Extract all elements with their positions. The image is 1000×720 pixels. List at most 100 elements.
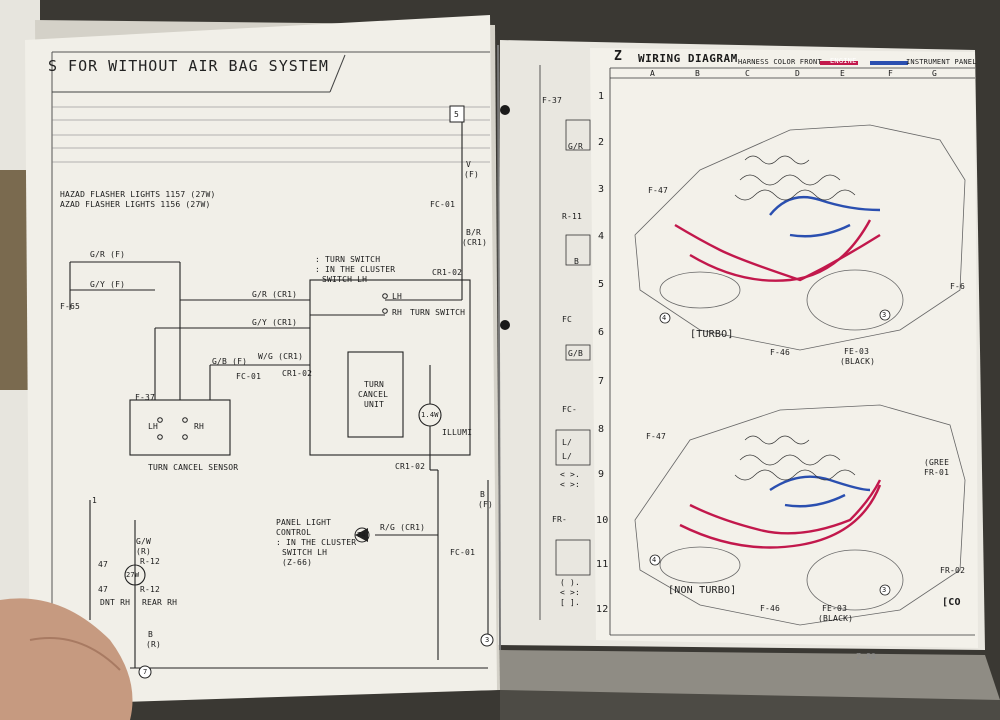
num-47-a: 47 — [98, 560, 109, 569]
connector-r12-a: R-12 — [140, 557, 161, 566]
bottom-fr02: FR-02 — [940, 566, 966, 575]
row-label-5: 5 — [598, 279, 605, 290]
rear-rh-label: REAR RH — [142, 598, 178, 607]
top-callout-3: 3 — [882, 311, 887, 319]
top-turbo-label: [TURBO] — [690, 329, 734, 340]
wire-gy-f: G/Y (F) — [90, 280, 126, 289]
wire-gr-cr1: G/R (CR1) — [252, 290, 298, 299]
mid-lb: L/ — [562, 452, 573, 461]
row-label-6: 6 — [598, 327, 605, 338]
wire-gb-f: G/B (F) — [212, 357, 248, 366]
row-label-8: 8 — [598, 424, 605, 435]
wire-v: V — [466, 160, 472, 169]
bulb-27w: 27W — [126, 571, 140, 579]
top-fe03: FE-03 — [844, 347, 870, 356]
mid-gb: G/B — [568, 349, 584, 358]
front-rh-label: DNT RH — [100, 598, 131, 607]
bottom-callout-3: 3 — [882, 586, 887, 594]
unit-line-2: CANCEL — [358, 390, 389, 399]
bottom-con: [CO — [942, 597, 961, 608]
section-letter: Z — [614, 49, 623, 64]
left-num-1: 1 — [92, 496, 98, 505]
hazard-line-2: AZAD FLASHER LIGHTS 1156 (27W) — [60, 200, 211, 209]
row-label-10: 10 — [596, 515, 609, 526]
mid-gr: G/R — [568, 142, 584, 151]
switch-lh: SWITCH LH — [322, 275, 368, 284]
col-label-f: F — [888, 69, 894, 78]
bottom-green: (GREE — [924, 458, 950, 467]
wire-gr-f: G/R (F) — [90, 250, 126, 259]
col-label-a: A — [650, 69, 656, 78]
row-label-2: 2 — [598, 137, 605, 148]
connector-r12-b: R-12 — [140, 585, 161, 594]
mid-la: L/ — [562, 438, 573, 447]
connector-7: 7 — [143, 668, 148, 676]
connector-f37: F-37 — [135, 393, 156, 402]
wire-rg-cr1: R/G (CR1) — [380, 523, 426, 532]
panel-light-2: CONTROL — [276, 528, 312, 537]
legend-panel: INSTRUMENT PANEL — [906, 58, 977, 66]
page-number: Z-80 — [856, 652, 877, 661]
cr1-02-low: CR1-02 — [395, 462, 426, 471]
mid-fc: FC — [562, 315, 573, 324]
top-callout-4: 4 — [662, 314, 667, 322]
switch-rh-contact: RH — [392, 308, 403, 317]
switch-title: : TURN SWITCH — [315, 255, 381, 264]
wire-v-f: (F) — [464, 170, 480, 179]
unit-line-1: TURN — [364, 380, 385, 389]
bottom-black: (BLACK) — [818, 614, 854, 623]
connector-3: 3 — [485, 636, 490, 644]
legend-panel-swatch — [870, 61, 908, 65]
wire-br: B/R — [466, 228, 482, 237]
col-label-c: C — [745, 69, 751, 78]
col-label-e: E — [840, 69, 846, 78]
wire-gy-cr1: G/Y (CR1) — [252, 318, 298, 327]
row-label-11: 11 — [596, 559, 609, 570]
bottom-fe03: FE-03 — [822, 604, 848, 613]
sensor-lh: LH — [148, 422, 159, 431]
wire-gw-r: (R) — [136, 547, 152, 556]
wire-b-right-f: (F) — [478, 500, 494, 509]
bottom-callout-4: 4 — [652, 556, 657, 564]
connector-74: 74 — [357, 531, 366, 539]
row-label-12: 12 — [596, 604, 609, 615]
mid-sym2: < >: — [560, 480, 581, 489]
cr1-02-mid: CR1-02 — [282, 369, 313, 378]
legend-engine: ENGINE — [830, 57, 857, 65]
wiring-diagram-title: WIRING DIAGRAM — [638, 52, 738, 65]
mid-sym4: < >: — [560, 588, 581, 597]
switch-lh-contact: LH — [392, 292, 403, 301]
hazard-line-1: HAZAD FLASHER LIGHTS 1157 (27W) — [60, 190, 216, 199]
wire-b-rear-r: (R) — [146, 640, 162, 649]
bulb-watt: 1.4W — [421, 411, 439, 419]
mid-b: B — [574, 257, 580, 266]
switch-in-cluster: : IN THE CLUSTER — [315, 265, 396, 274]
mid-f37: F-37 — [542, 96, 563, 105]
mid-sym5: [ ]. — [560, 598, 581, 607]
mid-sym1: < >. — [560, 470, 581, 479]
wire-gw: G/W — [136, 537, 152, 546]
panel-light-1: PANEL LIGHT — [276, 518, 332, 527]
bottom-f47: F-47 — [646, 432, 667, 441]
row-label-9: 9 — [598, 469, 605, 480]
top-f6: F-6 — [950, 282, 966, 291]
col-label-b: B — [695, 69, 701, 78]
fc01-low: FC-01 — [450, 548, 476, 557]
cr1-02-top: CR1-02 — [432, 268, 463, 277]
panel-light-3: : IN THE CLUSTER — [276, 538, 357, 547]
col-label-g: G — [932, 69, 938, 78]
mid-fc2: FC- — [562, 405, 578, 414]
turn-switch-label: TURN SWITCH — [410, 308, 466, 317]
mid-sym3: ( ). — [560, 578, 581, 587]
row-label-1: 1 — [598, 91, 605, 102]
top-f46: F-46 — [770, 348, 791, 357]
panel-light-5: (Z-66) — [282, 558, 313, 567]
illumi-label: ILLUMI — [442, 428, 473, 437]
wire-wg-cr1: W/G (CR1) — [258, 352, 304, 361]
bottom-fr01: FR-01 — [924, 468, 950, 477]
wire-b-right: B — [480, 490, 486, 499]
row-label-7: 7 — [598, 376, 605, 387]
mid-fr: FR- — [552, 515, 568, 524]
